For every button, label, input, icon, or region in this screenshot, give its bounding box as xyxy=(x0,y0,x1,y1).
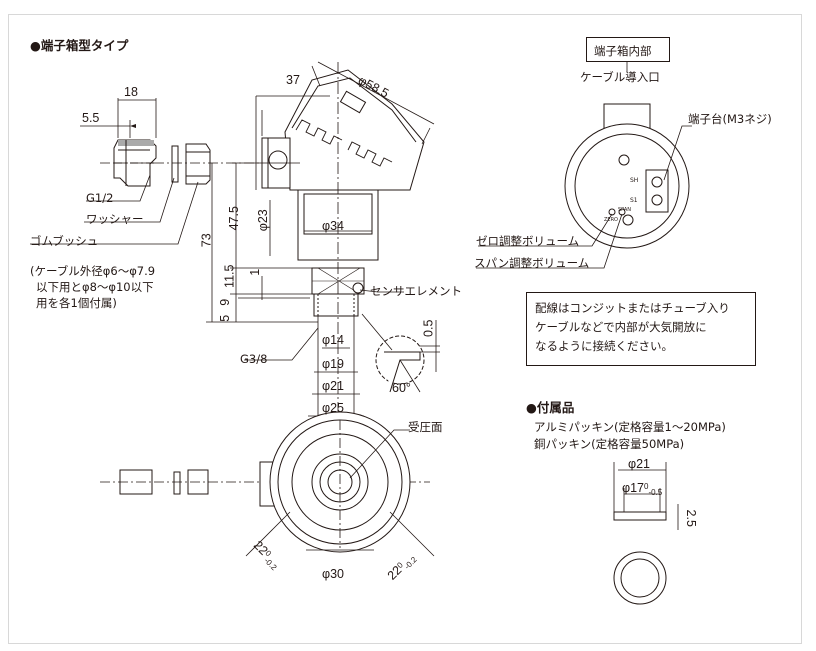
label-sensor-element: センサエレメント xyxy=(370,284,462,298)
label-tb-s1: S1 xyxy=(630,197,638,204)
dim-9: 9 xyxy=(218,298,233,306)
cable-note-line-2: 以下用とφ8～φ10以下 xyxy=(36,280,154,294)
dim-73: 73 xyxy=(199,233,214,248)
label-zero-volume: ゼロ調整ボリューム xyxy=(476,234,580,248)
section-title-accessories: ●付属品 xyxy=(526,400,575,415)
cable-note-line-3: 用を各1個付属) xyxy=(36,296,117,310)
washer-side xyxy=(171,145,179,183)
label-g3-8: G3/8 xyxy=(240,352,268,366)
accessory-item-copper: 銅パッキン(定格容量50MPa) xyxy=(534,437,685,451)
cable-note-line-1: (ケーブル外径φ6～φ7.9 xyxy=(30,264,156,278)
packing-drawing xyxy=(613,462,679,605)
dim-5: 5 xyxy=(218,314,233,322)
dim-1: 1 xyxy=(248,268,263,276)
wiring-note-box: 配線はコンジットまたはチューブ入り ケーブルなどで内部が大気開放に なるように接… xyxy=(526,292,756,366)
label-span-mark: SPAN xyxy=(618,207,632,213)
dim-18: 18 xyxy=(124,85,138,99)
dim-acc-phi-17-tol-lower: -0.5 xyxy=(648,488,663,497)
dim-acc-phi-17-tol-upper: 0 xyxy=(644,482,649,491)
terminal-box-inside-box: 端子箱内部 xyxy=(586,37,670,62)
label-pressure-face: 受圧面 xyxy=(408,420,443,434)
dim-5-5: 5.5 xyxy=(82,111,100,125)
dim-60-deg: 60° xyxy=(392,381,411,395)
dim-acc-phi-17-value: φ17 xyxy=(622,481,645,495)
terminal-box-internal xyxy=(476,60,692,269)
label-washer: ワッシャー xyxy=(86,212,144,226)
dim-phi-14: φ14 xyxy=(322,333,345,347)
dim-11-5: 11.5 xyxy=(222,264,237,288)
dim-phi-21: φ21 xyxy=(322,379,345,393)
label-terminal-box-inside: 端子箱内部 xyxy=(594,44,652,58)
dim-phi-23: φ23 xyxy=(255,209,270,232)
dim-47-5: 47.5 xyxy=(226,206,241,231)
dim-acc-phi-21: φ21 xyxy=(628,457,651,471)
note-line-2: ケーブルなどで内部が大気開放に xyxy=(535,320,707,334)
dim-37: 37 xyxy=(286,73,300,87)
dim-phi-25: φ25 xyxy=(322,401,345,415)
dim-0-5: 0.5 xyxy=(421,319,436,337)
label-terminal-block: 端子台(M3ネジ) xyxy=(688,112,772,126)
rubber-bush-side xyxy=(185,143,211,185)
dim-acc-phi-17: φ170-0.5 xyxy=(622,482,662,497)
label-rubber-bush: ゴムブッシュ xyxy=(30,234,99,248)
dim-acc-2-5: 2.5 xyxy=(683,509,698,527)
dim-phi-30: φ30 xyxy=(322,567,345,581)
note-line-3: なるように接続ください。 xyxy=(535,339,673,353)
dim-phi-19: φ19 xyxy=(322,357,345,371)
section-title-terminal-box-type: ●端子箱型タイプ xyxy=(30,38,129,53)
angle-detail xyxy=(361,313,440,393)
label-zero-mark: ZERO xyxy=(604,217,618,223)
terminal-head xyxy=(261,69,425,191)
label-g1-2: G1/2 xyxy=(86,191,114,205)
label-span-volume: スパン調整ボリューム xyxy=(474,256,590,270)
dim-phi-34: φ34 xyxy=(322,219,345,233)
accessory-item-aluminum: アルミパッキン(定格容量1～20MPa) xyxy=(534,420,726,434)
label-cable-inlet: ケーブル導入口 xyxy=(580,70,660,84)
note-line-1: 配線はコンジットまたはチューブ入り xyxy=(535,301,730,315)
label-tb-sh: SH xyxy=(630,177,639,184)
bottom-view xyxy=(100,411,435,557)
